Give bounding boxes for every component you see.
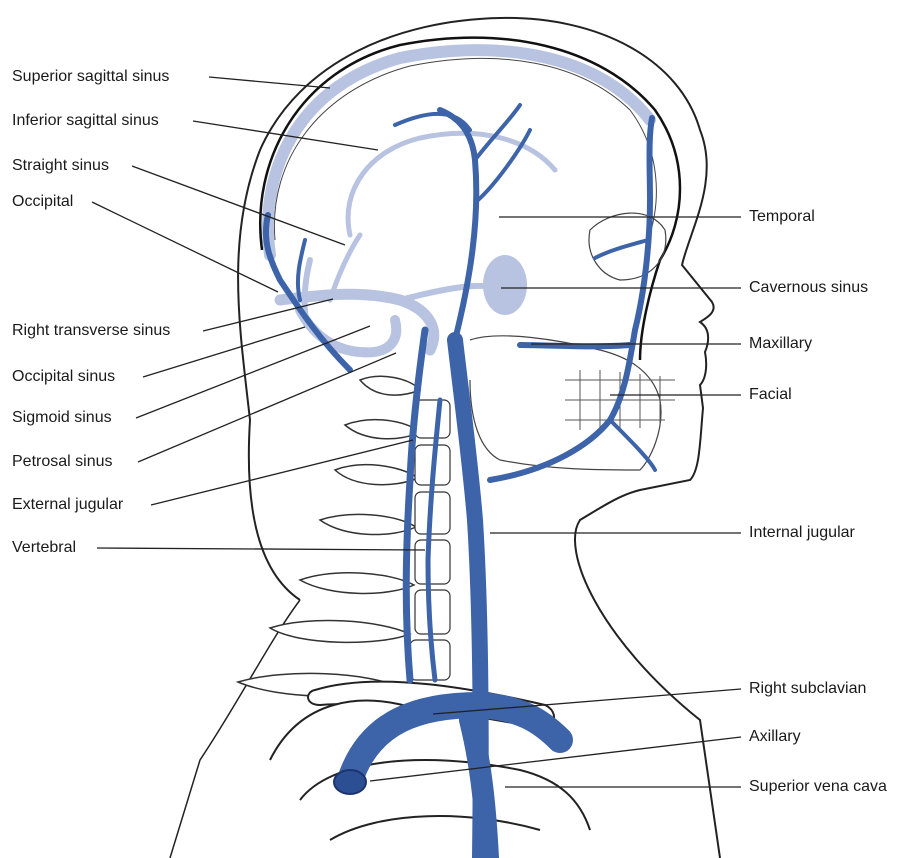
occipital-sinus-shape <box>305 260 310 320</box>
label-occipital: Occipital <box>12 193 73 211</box>
temporal-vein <box>440 110 476 340</box>
maxillary-vein <box>520 345 630 346</box>
label-internal-jugular: Internal jugular <box>749 524 855 542</box>
axillary-vein-cut <box>334 770 366 794</box>
cavernous-sinus-shape <box>483 255 527 315</box>
inferior-sagittal-sinus-shape <box>348 133 555 235</box>
label-cavernous-sinus: Cavernous sinus <box>749 279 868 297</box>
label-axillary: Axillary <box>749 728 801 746</box>
label-straight-sinus: Straight sinus <box>12 157 109 175</box>
dural-sinuses <box>268 50 650 352</box>
veins <box>266 105 655 858</box>
label-superior-sagittal-sinus: Superior sagittal sinus <box>12 68 169 86</box>
label-occipital-sinus: Occipital sinus <box>12 368 115 386</box>
label-facial: Facial <box>749 386 792 404</box>
angular-branch <box>595 240 648 258</box>
label-superior-vena-cava: Superior vena cava <box>749 778 887 796</box>
label-temporal: Temporal <box>749 208 815 226</box>
cervical-spine <box>238 376 420 696</box>
label-right-subclavian: Right subclavian <box>749 680 866 698</box>
label-external-jugular: External jugular <box>12 496 123 514</box>
label-right-transverse-sinus: Right transverse sinus <box>12 322 170 340</box>
label-inferior-sagittal-sinus: Inferior sagittal sinus <box>12 112 159 130</box>
label-petrosal-sinus: Petrosal sinus <box>12 453 113 471</box>
label-sigmoid-sinus: Sigmoid sinus <box>12 409 112 427</box>
back-neck-outline <box>170 600 300 858</box>
label-vertebral: Vertebral <box>12 539 76 557</box>
label-maxillary: Maxillary <box>749 335 812 353</box>
mental-branch <box>610 420 655 470</box>
